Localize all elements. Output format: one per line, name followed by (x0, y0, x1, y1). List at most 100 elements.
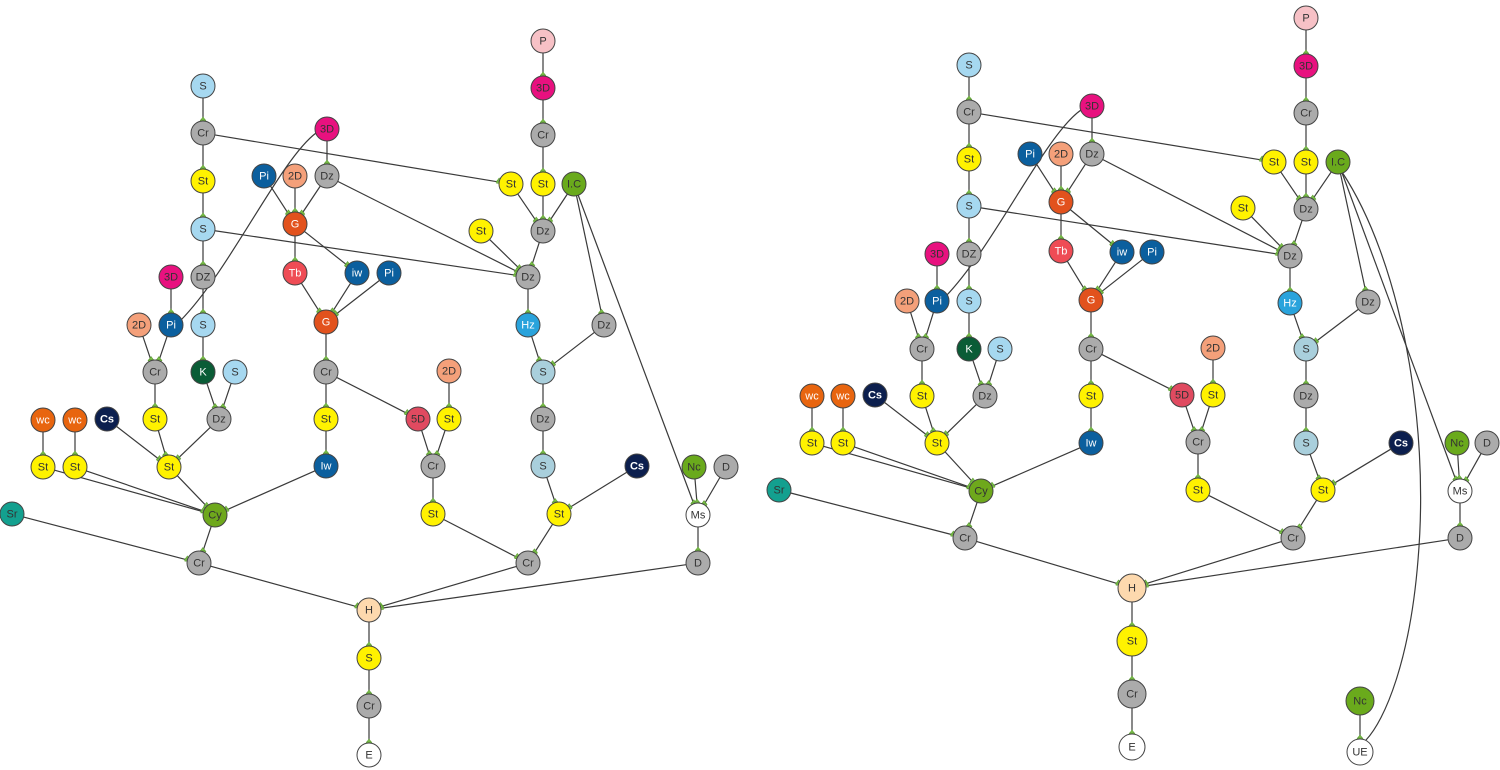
node-st[interactable]: St (924, 430, 950, 456)
node-cr[interactable]: Cr (420, 453, 446, 479)
node-wc[interactable]: wc (62, 407, 88, 433)
node-st[interactable]: St (909, 383, 935, 409)
node-dz[interactable]: Dz (314, 163, 340, 189)
node-3d[interactable]: 3D (158, 264, 184, 290)
node-cr[interactable]: Cr (1293, 100, 1319, 126)
node-3d[interactable]: 3D (314, 116, 340, 142)
node-5d[interactable]: 5D (1169, 382, 1195, 408)
node-ms[interactable]: Ms (685, 502, 711, 528)
node-tb[interactable]: Tb (282, 260, 308, 286)
node-d[interactable]: D (1447, 525, 1473, 551)
node-2d[interactable]: 2D (126, 312, 152, 338)
node-st[interactable]: St (1078, 383, 1104, 409)
node-dz[interactable]: Dz (530, 218, 556, 244)
node-pi[interactable]: Pi (924, 288, 950, 314)
node-st[interactable]: St (30, 454, 56, 480)
node-2d[interactable]: 2D (1200, 335, 1226, 361)
node-p[interactable]: P (1293, 5, 1319, 31)
node-cr[interactable]: Cr (1185, 429, 1211, 455)
node-pi[interactable]: Pi (158, 312, 184, 338)
node-cs[interactable]: Cs (862, 382, 888, 408)
node-s[interactable]: S (530, 453, 556, 479)
node-s[interactable]: S (956, 193, 982, 219)
node-iw[interactable]: Iw (1078, 430, 1104, 456)
node-wc[interactable]: wc (799, 383, 825, 409)
node-s[interactable]: S (956, 52, 982, 78)
node-2d[interactable]: 2D (436, 358, 462, 384)
node-st[interactable]: St (1116, 625, 1148, 657)
node-dz[interactable]: Dz (1277, 243, 1303, 269)
node-cs[interactable]: Cs (94, 406, 120, 432)
node-s[interactable]: S (356, 645, 382, 671)
node-nc[interactable]: Nc (1444, 430, 1470, 456)
node-dz[interactable]: Dz (1293, 383, 1319, 409)
node-wc[interactable]: wc (30, 407, 56, 433)
node-dz[interactable]: Dz (515, 264, 541, 290)
node-st[interactable]: St (1261, 149, 1287, 175)
node-h[interactable]: H (356, 597, 382, 623)
node-pi[interactable]: Pi (251, 163, 277, 189)
node-d[interactable]: D (1474, 430, 1500, 456)
node-ue[interactable]: UE (1346, 738, 1374, 766)
node-dz[interactable]: Dz (972, 383, 998, 409)
node-3d[interactable]: 3D (530, 75, 556, 101)
node-d[interactable]: D (685, 550, 711, 576)
node-cr[interactable]: Cr (1078, 336, 1104, 362)
node-cr[interactable]: Cr (909, 336, 935, 362)
node-g[interactable]: G (1048, 189, 1074, 215)
node-st[interactable]: St (420, 501, 446, 527)
node-iw[interactable]: iw (344, 260, 370, 286)
node-cr[interactable]: Cr (356, 693, 382, 719)
node-s[interactable]: S (222, 359, 248, 385)
node-st[interactable]: St (1200, 382, 1226, 408)
node-st[interactable]: St (530, 171, 556, 197)
node-wc[interactable]: wc (830, 383, 856, 409)
node-st[interactable]: St (830, 430, 856, 456)
node-p[interactable]: P (530, 28, 556, 54)
node-dz[interactable]: Dz (591, 312, 617, 338)
node-st[interactable]: St (546, 501, 572, 527)
node-st[interactable]: St (313, 406, 339, 432)
node-hz[interactable]: Hz (1277, 290, 1303, 316)
node-cs[interactable]: Cs (624, 453, 650, 479)
node-st[interactable]: St (436, 406, 462, 432)
node-g[interactable]: G (313, 309, 339, 335)
node-iw[interactable]: iw (1109, 239, 1135, 265)
node-iw[interactable]: Iw (313, 453, 339, 479)
node-cr[interactable]: Cr (952, 525, 978, 551)
node-2d[interactable]: 2D (1048, 141, 1074, 167)
node-s[interactable]: S (1293, 336, 1319, 362)
node-cr[interactable]: Cr (515, 550, 541, 576)
node-cr[interactable]: Cr (1280, 525, 1306, 551)
node-3d[interactable]: 3D (1079, 93, 1105, 119)
node-ic[interactable]: I.C (1325, 149, 1351, 175)
node-s[interactable]: S (987, 336, 1013, 362)
node-s[interactable]: S (190, 73, 216, 99)
node-st[interactable]: St (799, 430, 825, 456)
node-s[interactable]: S (956, 288, 982, 314)
node-cr[interactable]: Cr (1117, 679, 1147, 709)
node-cs[interactable]: Cs (1388, 430, 1414, 456)
node-tb[interactable]: Tb (1048, 238, 1074, 264)
node-3d[interactable]: 3D (924, 241, 950, 267)
node-nc[interactable]: Nc (1345, 686, 1375, 716)
node-ms[interactable]: Ms (1447, 478, 1473, 504)
node-3d[interactable]: 3D (1293, 53, 1319, 79)
node-sr[interactable]: Sr (0, 501, 25, 527)
node-st[interactable]: St (468, 218, 494, 244)
node-st[interactable]: St (190, 168, 216, 194)
node-cr[interactable]: Cr (186, 550, 212, 576)
node-e[interactable]: E (356, 742, 382, 768)
node-cr[interactable]: Cr (313, 359, 339, 385)
node-s[interactable]: S (190, 216, 216, 242)
node-g[interactable]: G (1078, 287, 1104, 313)
node-pi[interactable]: Pi (1139, 239, 1165, 265)
node-st[interactable]: St (1310, 477, 1336, 503)
node-dz[interactable]: Dz (206, 406, 232, 432)
node-k[interactable]: K (190, 359, 216, 385)
node-st[interactable]: St (1185, 477, 1211, 503)
node-s[interactable]: S (1293, 430, 1319, 456)
node-pi[interactable]: Pi (376, 260, 402, 286)
node-st[interactable]: St (498, 171, 524, 197)
node-g[interactable]: G (282, 211, 308, 237)
